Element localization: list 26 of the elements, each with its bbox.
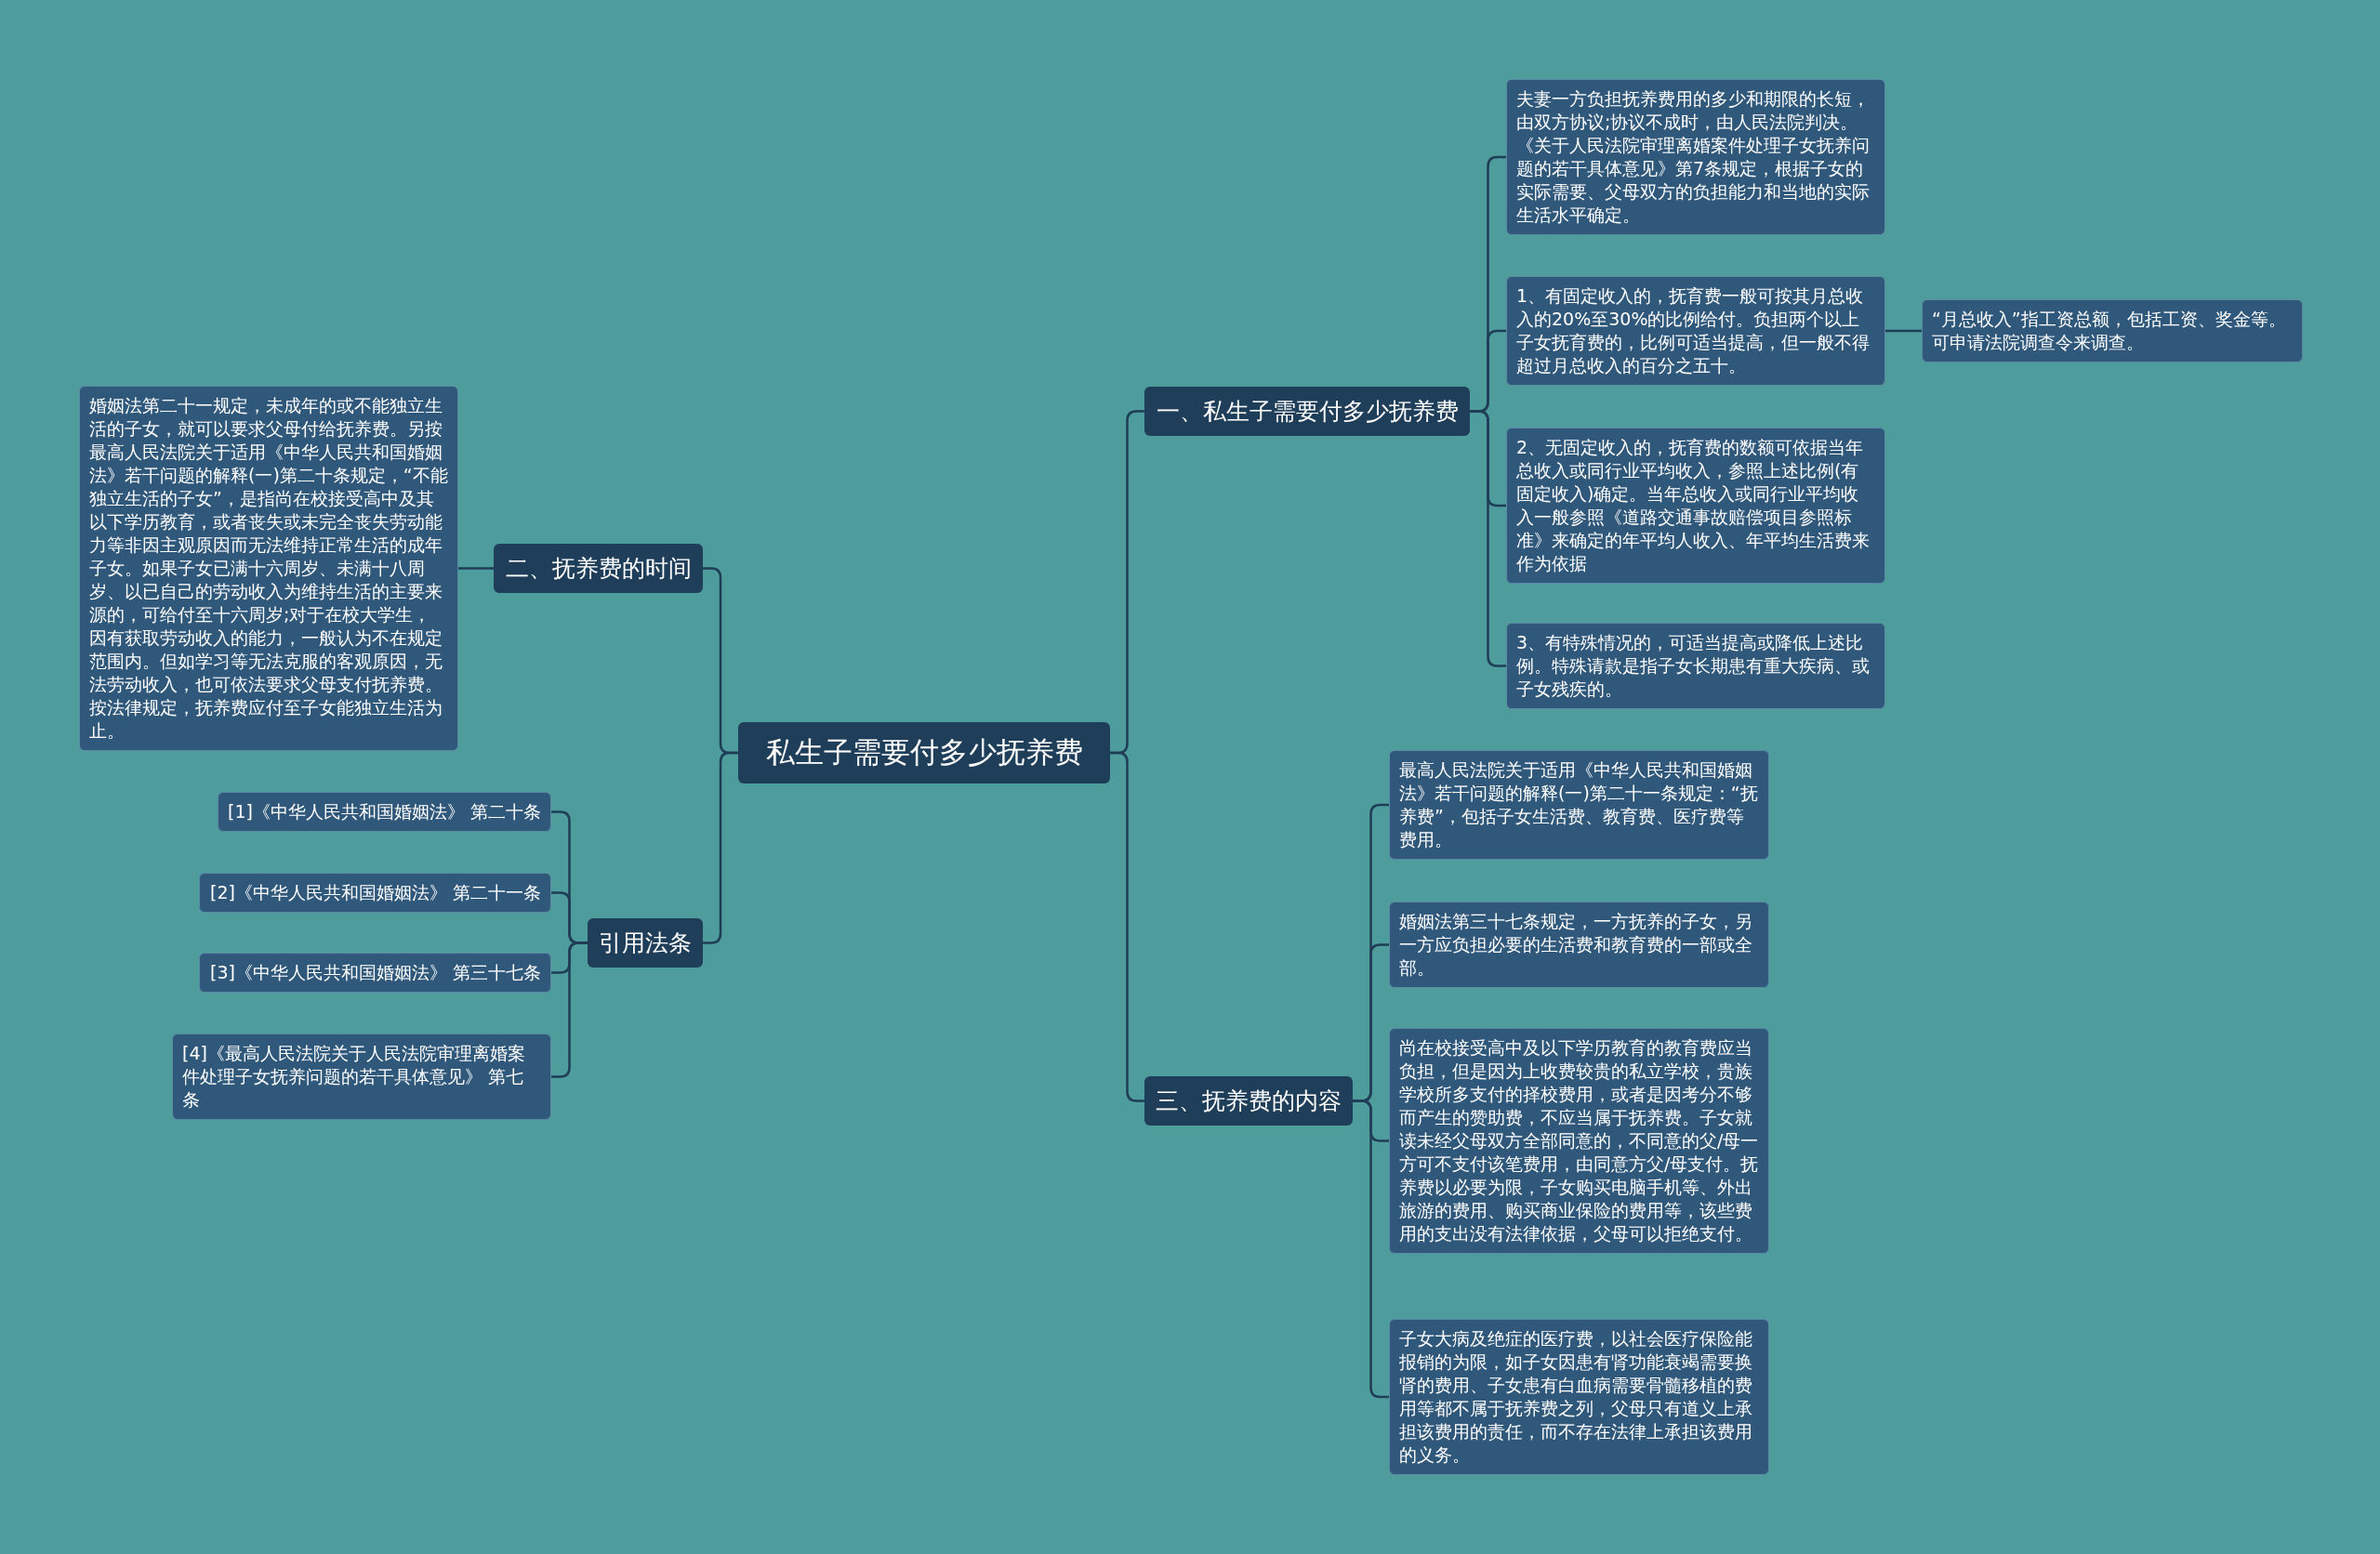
reference-card: [3]《中华人民共和国婚姻法》 第三十七条: [199, 953, 551, 993]
text-card: 夫妻一方负担抚养费用的多少和期限的长短，由双方协议;协议不成时，由人民法院判决。《关于人民法院审理离婚案件处理子女抚养问题的若干具体意见》第7条规定，根据子女的实际需要、父母双方的负担能力和当地的实际生活水平确定。: [1506, 79, 1885, 235]
text-card: “月总收入”指工资总额，包括工资、奖金等。可申请法院调查令来调查。: [1922, 299, 2303, 362]
reference-card: [2]《中华人民共和国婚姻法》 第二十一条: [199, 873, 551, 913]
connector-line: [703, 751, 738, 944]
text-card: 婚姻法第三十七条规定，一方抚养的子女，另一方应负担必要的生活费和教育费的一部或全部。: [1389, 902, 1769, 988]
text-card: 1、有固定收入的，抚育费一般可按其月总收入的20%至30%的比例给付。负担两个以上子女抚育费的，比例可适当提高，但一般不得超过月总收入的百分之五十。: [1506, 276, 1885, 386]
branch-topic-box: 引用法条: [588, 918, 703, 968]
text-card: 婚姻法第二十一规定，未成年的或不能独立生活的子女，就可以要求父母付给抚养费。另按最高人民法院关于适用《中华人民共和国婚姻法》若干问题的解释(一)第二十条规定，“不能独立生活的子女”，是指尚在校接受高中及其以下学历教育，或者丧失或未完全丧失劳动能力等非因主观原因而无法维持正常生活的成年子女。如果子女已满十六周岁、未满十八周岁、以已自己的劳动收入为维持生活的主要来源的，可给付至十六周岁;对于在校大学生，因有获取劳动收入的能力，一般认为不在规定范围内。但如学习等无法克服的客观原因，无法劳动收入，也可依法要求父母支付抚养费。按法律规定，抚养费应付至子女能独立生活为止。: [79, 386, 458, 751]
branch-topic-box: 三、抚养费的内容: [1144, 1076, 1353, 1126]
connector-line: [551, 942, 588, 1078]
connector-line: [1353, 1100, 1389, 1399]
text-card: 3、有特殊情况的，可适当提高或降低上述比例。特殊请款是指子女长期患有重大疾病、或子女残疾的。: [1506, 623, 1885, 709]
text-card: 子女大病及绝症的医疗费，以社会医疗保险能报销的为限，如子女因患有肾功能衰竭需要换肾的费用、子女患有白血病需要骨髓移植的费用等都不属于抚养费之列，父母只有道义上承担该费用的责任，而不存在法律上承担该费用的义务。: [1389, 1319, 1769, 1475]
text-card: [4]《最高人民法院关于人民法院审理离婚案件处理子女抚养问题的若干具体意见》 第七条: [172, 1034, 551, 1120]
branch-topic-box: 一、私生子需要付多少抚养费: [1144, 387, 1470, 436]
text-card: 最高人民法院关于适用《中华人民共和国婚姻法》若干问题的解释(一)第二十一条规定：“抚养费”，包括子女生活费、教育费、医疗费等费用。: [1389, 750, 1769, 860]
connector-line: [1885, 329, 1922, 333]
branch-topic-box: 二、抚养费的时间: [494, 544, 703, 593]
reference-card: [1]《中华人民共和国婚姻法》 第二十条: [218, 792, 551, 832]
text-card: 2、无固定收入的，抚育费的数额可依据当年总收入或同行业平均收入，参照上述比例(有固定收入)确定。当年总收入或同行业平均收入一般参照《道路交通事故赔偿项目参照标准》来确定的年平均人收入、年平均生活费来作为依据: [1506, 428, 1885, 584]
text-card: 尚在校接受高中及以下学历教育的教育费应当负担，但是因为上收费较贵的私立学校，贵族学校所多支付的择校费用，或者是因考分不够而产生的赞助费，不应当属于抚养费。子女就读未经父母双方全部同意的，不同意的父/母一方可不支付该笔费用，由同意方父/母支付。抚养费以必要为限，子女购买电脑手机等、外出旅游的费用、购买商业保险的费用等，该些费用的支出没有法律依据，父母可以拒绝支付。: [1389, 1028, 1769, 1254]
connector-line: [458, 567, 494, 570]
connector-line: [1110, 751, 1144, 1102]
root-topic-box: 私生子需要付多少抚养费: [738, 722, 1110, 784]
connector-line: [1470, 410, 1506, 667]
